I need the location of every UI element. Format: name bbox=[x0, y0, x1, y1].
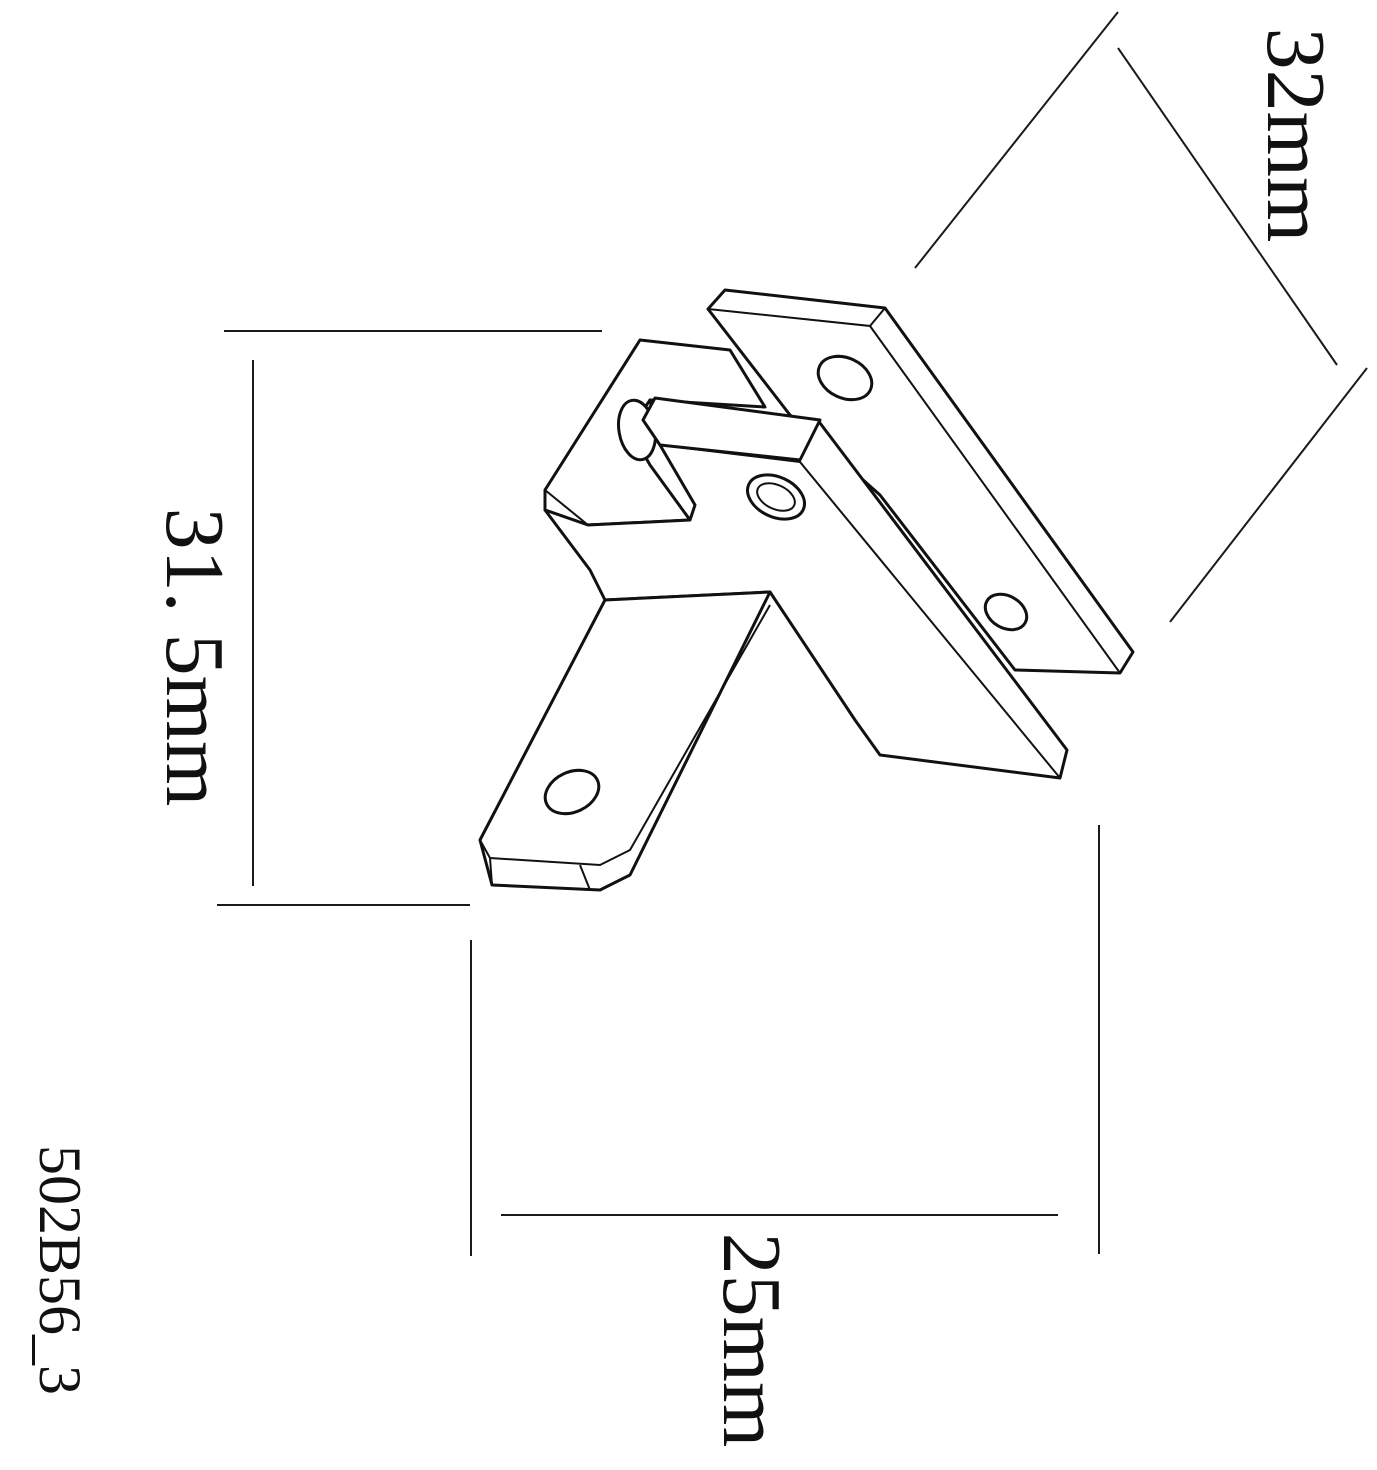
dimension-label-31-5mm: 31. 5mm bbox=[148, 507, 241, 807]
arm-hole bbox=[543, 768, 601, 816]
dimension-label-25mm: 25mm bbox=[705, 1232, 798, 1448]
part-code-label: 502B56_3 bbox=[27, 1144, 93, 1396]
dimension-31-5mm-lines bbox=[217, 330, 602, 906]
threaded-hole bbox=[746, 473, 806, 521]
dimension-25mm-lines bbox=[470, 825, 1100, 1256]
back-plate-hole-lower bbox=[983, 592, 1029, 632]
bracket-part bbox=[478, 288, 1135, 892]
dimension-32mm-lines bbox=[914, 11, 1368, 623]
dimension-label-32mm: 32mm bbox=[1249, 27, 1342, 243]
back-plate-hole-upper bbox=[816, 354, 874, 402]
